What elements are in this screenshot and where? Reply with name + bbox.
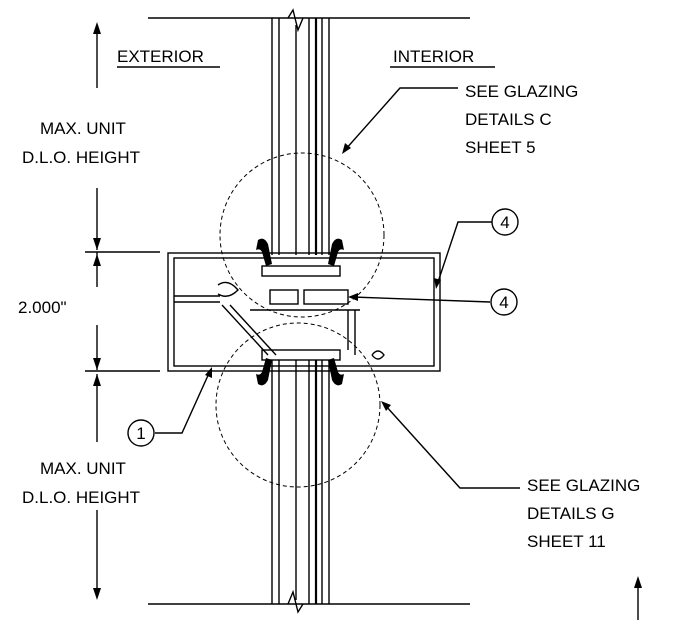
callout-4-mid-label: 4 [499, 293, 508, 312]
callout-4-mid: 4 [490, 288, 518, 316]
exterior-label: EXTERIOR [117, 47, 204, 66]
glass-lites [271, 18, 330, 604]
dimension-label: 2.000" [18, 298, 67, 317]
glazing-c-line1: SEE GLAZING [465, 82, 578, 101]
glazing-g-line3: SHEET 11 [527, 532, 606, 551]
glazing-g-line1: SEE GLAZING [527, 476, 640, 495]
callout-1-label: 1 [136, 424, 145, 443]
mullion-frame [167, 252, 441, 372]
interior-label: INTERIOR [393, 47, 474, 66]
glazing-gaskets [256, 238, 385, 386]
glazing-c-line2: DETAILS C [465, 110, 552, 129]
callout-4-top-label: 4 [500, 213, 509, 232]
detail-circle-c [219, 152, 385, 318]
callout-1: 1 [127, 419, 155, 447]
max-unit-bottom-line1: MAX. UNIT [40, 459, 126, 478]
top-break-symbol [287, 8, 304, 33]
dimension-lines [85, 22, 160, 600]
bottom-break-symbol [287, 589, 304, 614]
max-unit-top-line2: D.L.O. HEIGHT [22, 148, 140, 167]
glazing-g-line2: DETAILS G [527, 504, 615, 523]
callout-4-top: 4 [491, 208, 519, 236]
leader-lines [155, 87, 642, 620]
max-unit-bottom-line2: D.L.O. HEIGHT [22, 488, 140, 507]
glazing-c-line3: SHEET 5 [465, 138, 536, 157]
max-unit-top-line1: MAX. UNIT [40, 119, 126, 138]
detail-circle-g [215, 322, 381, 488]
